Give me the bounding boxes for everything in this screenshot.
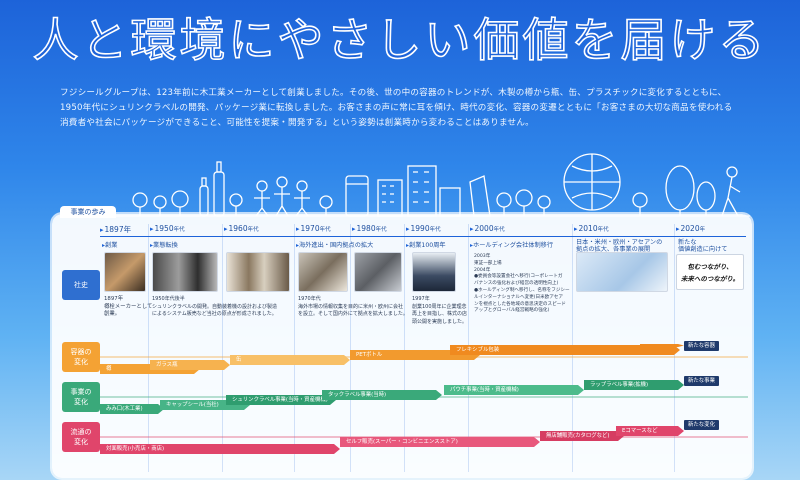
person-icon — [274, 176, 290, 217]
bottle-icon — [213, 161, 225, 217]
building-icon — [439, 187, 461, 217]
event-label: 日本・米州・欧州・アセアンの 拠点の拡大、各事業の展開 — [576, 239, 663, 253]
distribution-bar: Eコマースなど — [616, 426, 684, 436]
building-icon — [407, 165, 437, 217]
founding-photo — [104, 252, 146, 292]
tree-icon — [132, 192, 148, 216]
tree-icon — [171, 190, 189, 216]
distribution-bar: セルフ販売(スーパー・コンビニエンスストア) — [340, 437, 540, 447]
container-bar: フレキシブル包装 — [450, 345, 680, 355]
pouch-icon — [469, 175, 491, 217]
building-icon — [377, 179, 403, 217]
era-header: ▸2020年 — [676, 224, 706, 233]
event-label: ▸創業 — [102, 242, 118, 249]
president-photo — [412, 252, 456, 292]
event-label: ▸創業100周年 — [406, 242, 446, 249]
era-header: ▸1960年代 — [224, 224, 259, 233]
era-header: ▸1980年代 — [352, 224, 387, 233]
label-machine-photo — [226, 252, 290, 292]
factory-photo — [152, 252, 218, 292]
overseas-office-photo — [298, 252, 348, 292]
world-map-photo — [576, 252, 668, 292]
era-header: ▸2000年代 — [470, 224, 505, 233]
person-icon — [254, 180, 270, 217]
event-label: ▸業態転換 — [150, 242, 178, 249]
container-arrow — [640, 344, 684, 347]
business-bar: シュリンクラベル事業(当時・資産機械) — [226, 395, 336, 405]
page-title: 人と環境にやさしい価値を届ける — [32, 12, 768, 68]
era-divider — [222, 224, 223, 472]
bottle-icon — [199, 177, 209, 217]
event-label: ▸ホールディング会社体制移行 — [470, 242, 554, 249]
caption: 1997年 創業100周年に企業理念 再上を目指し、株式の店 頭公開を実施しまし… — [412, 296, 468, 325]
event-label: 新たな 価値創造に向けて — [678, 239, 728, 253]
tree-icon — [696, 181, 716, 216]
distribution-bar: 無店舗販売(カタログなど) — [540, 431, 624, 441]
era-header: ▸1950年代 — [150, 224, 185, 233]
era-divider — [148, 224, 149, 472]
row-label-business: 事業の変化 — [62, 382, 100, 412]
globe-icon — [563, 153, 621, 211]
tree-icon — [537, 195, 551, 216]
plant-photo — [354, 252, 402, 292]
era-divider — [350, 224, 351, 472]
can-icon — [345, 175, 369, 217]
event-label: ▸海外進出・国内拠点の拡大 — [296, 242, 374, 249]
intro-text: フジシールグループは、123年前に木工業メーカーとして創業しました。その後、世の… — [60, 88, 733, 128]
business-bar: ラップラベル事業(拡機) — [584, 380, 684, 390]
tree-icon — [665, 165, 695, 216]
timeline-tab: 事業の歩み — [60, 206, 116, 218]
city-skyline-illustration — [60, 153, 750, 217]
era-header: ▸1990年代 — [406, 224, 441, 233]
person-icon — [294, 180, 310, 217]
container-bar: 缶 — [230, 355, 350, 365]
business-future-tag: 新たな事業 — [684, 376, 719, 386]
era-divider — [294, 224, 295, 472]
handwritten-message: 包むつながり、 未来へのつながり。 — [676, 254, 744, 290]
tree-icon — [229, 193, 243, 216]
container-bar: ガラス瓶 — [150, 360, 230, 370]
tree-icon — [515, 189, 533, 216]
caption: 1950年代後半 シュリンクラベルの開発。自動装着機の設計および製造 によるシス… — [152, 296, 278, 317]
business-bar: みみ口(木工業) — [100, 404, 164, 414]
business-bar: パウチ事業(当時・資産機械) — [444, 385, 584, 395]
era-header: ▸1897年 — [100, 225, 132, 234]
tree-icon — [496, 192, 512, 216]
tree-icon — [319, 195, 333, 216]
person-walking-icon — [721, 166, 741, 217]
era-rule — [100, 236, 746, 237]
row-label-distribution: 流通の変化 — [62, 422, 100, 452]
row-label-history: 社史 — [62, 270, 100, 300]
caption: 1970年代 海外市場の情報収集を目的に米州・欧州に会社 を設立。そして国内外に… — [298, 296, 408, 317]
tree-icon — [153, 195, 167, 216]
caption: 1897年 樽栓メーカーとして 創業。 — [104, 296, 153, 317]
era-divider — [404, 224, 405, 472]
era-header: ▸1970年代 — [296, 224, 331, 233]
era-header: ▸2010年代 — [574, 224, 609, 233]
distribution-bar: 対面販売(小売店・商店) — [100, 444, 340, 454]
container-future-tag: 新たな容器 — [684, 341, 719, 351]
tree-icon — [632, 192, 648, 216]
container-bar: PETボトル — [350, 350, 480, 360]
business-bar: タックラベル事業(当時) — [322, 390, 442, 400]
row-label-container: 容器の変化 — [62, 342, 100, 372]
business-bar: キャップシール(当社) — [160, 400, 250, 410]
caption: 2003年 東証一部上場 2004年 ●委員会等設置会社へ移行(コーポレートガ … — [474, 254, 570, 314]
distribution-future-tag: 新たな変化 — [684, 420, 719, 430]
